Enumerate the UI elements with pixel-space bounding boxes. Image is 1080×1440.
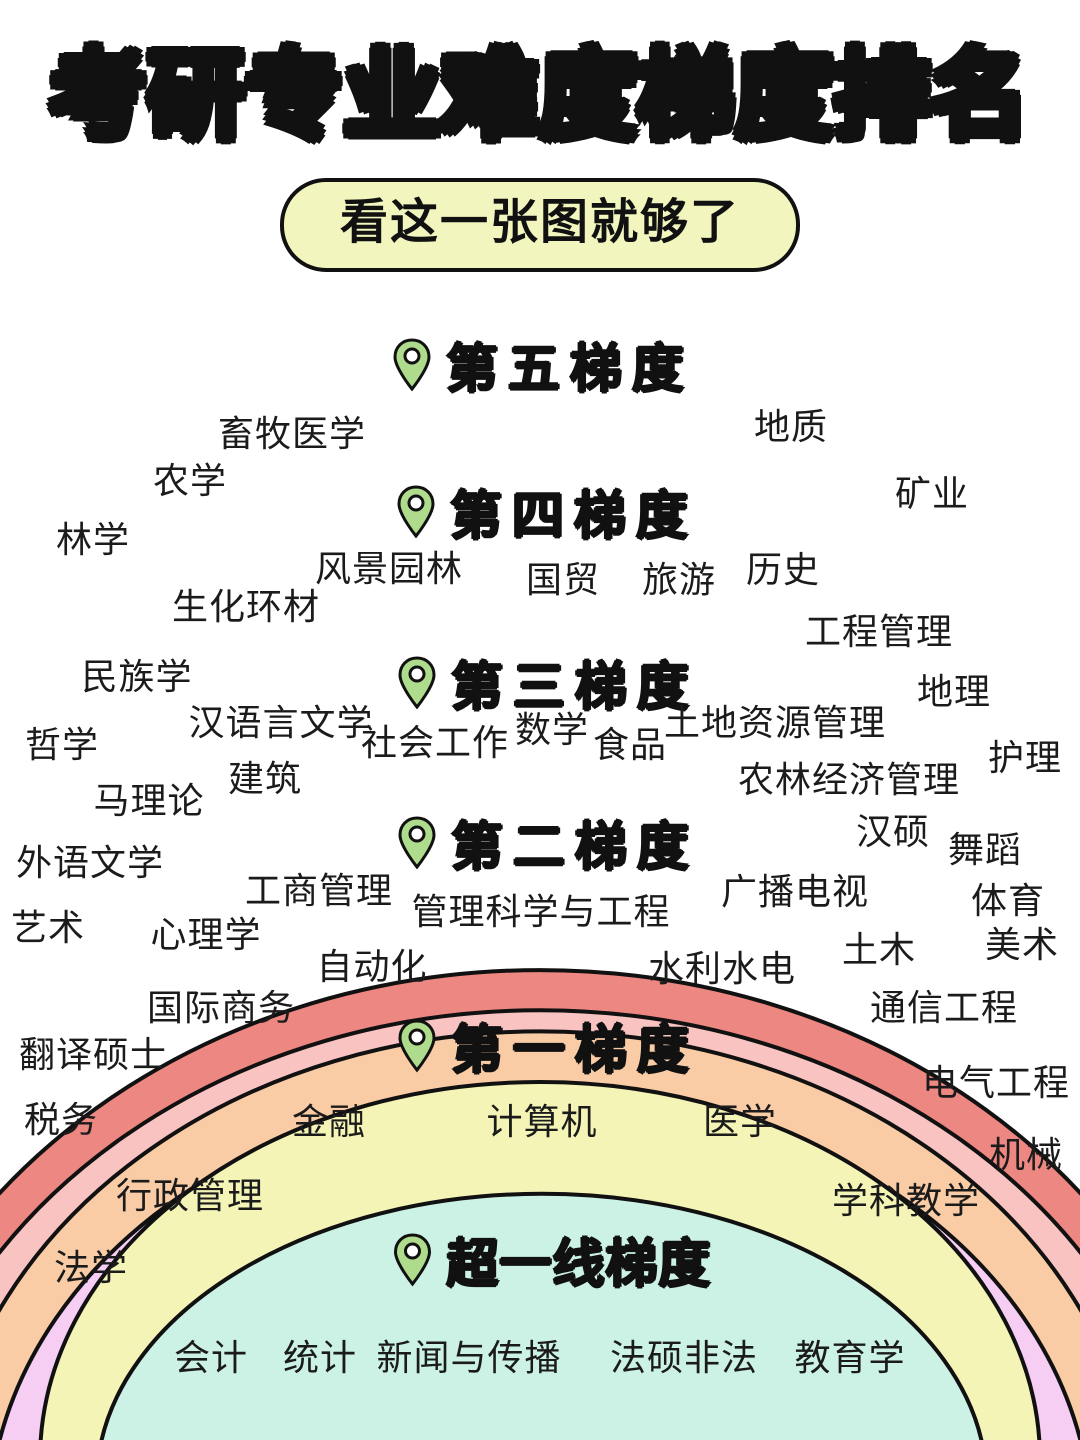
subtitle-badge: 看这一张图就够了 xyxy=(279,178,800,272)
arch-tier-0 xyxy=(99,1191,984,1440)
poster-header: 考研专业难度梯度排名 看这一张图就够了 xyxy=(0,0,1080,290)
subtitle-container: 看这一张图就够了 xyxy=(0,178,1080,272)
page-title: 考研专业难度梯度排名 xyxy=(46,40,1033,152)
